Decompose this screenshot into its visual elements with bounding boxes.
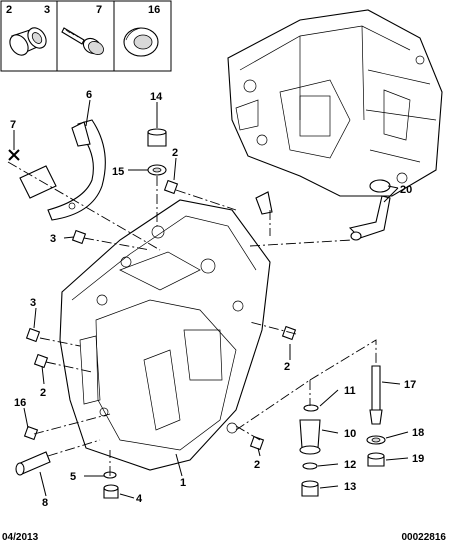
- transmission-housing: [59, 199, 271, 471]
- callout-2b: 2: [40, 387, 46, 399]
- bushing-icon: [9, 27, 47, 56]
- callout-3b: 3: [30, 297, 36, 309]
- callout-labels: 6 7 14 15 2 20 3 3 2 16 2 8 5 4 1 11 10 …: [10, 89, 424, 509]
- leader-lines: [13, 99, 409, 499]
- bolt-icon: [61, 27, 104, 55]
- callout-19: 19: [412, 453, 424, 465]
- legend-ref-3: 3: [44, 4, 50, 16]
- callout-8: 8: [42, 497, 48, 509]
- callout-12: 12: [344, 459, 356, 471]
- callout-16: 16: [14, 397, 26, 409]
- cross-icon: [8, 149, 20, 161]
- legend-ref-2: 2: [6, 4, 12, 16]
- seal-ring-icon: [123, 27, 159, 57]
- callout-14: 14: [150, 91, 163, 103]
- callout-3a: 3: [50, 233, 56, 245]
- plug-screw: [147, 128, 167, 176]
- callout-6: 6: [86, 89, 92, 101]
- assembly-lines: [7, 161, 377, 476]
- callout-20: 20: [400, 184, 412, 196]
- callout-1: 1: [180, 477, 186, 489]
- callout-15: 15: [112, 166, 124, 178]
- header-legend: 2 3 7 16: [0, 0, 172, 72]
- gearbox-assembly: [227, 9, 443, 197]
- legend-ref-16: 16: [148, 4, 160, 16]
- dipstick-tube-assembly: [299, 365, 386, 497]
- callout-2d: 2: [254, 459, 260, 471]
- callout-2c: 2: [284, 361, 290, 373]
- breather-assembly: [255, 179, 391, 241]
- callout-10: 10: [344, 428, 356, 440]
- seal-sleeve: [15, 451, 51, 476]
- callout-4: 4: [136, 493, 143, 505]
- legend-ref-7: 7: [96, 4, 102, 16]
- callout-18: 18: [412, 427, 424, 439]
- footer-date: 04/2013: [2, 532, 39, 543]
- footer-doc-number: 00022816: [402, 532, 447, 543]
- footer: 04/2013 00022816: [2, 532, 446, 543]
- shift-fork-bracket: [19, 119, 106, 221]
- drain-plug: [103, 471, 119, 499]
- bushing-markers: [23, 179, 297, 451]
- callout-7: 7: [10, 119, 16, 131]
- callout-2a: 2: [172, 147, 178, 159]
- callout-13: 13: [344, 481, 356, 493]
- callout-17: 17: [404, 379, 416, 391]
- callout-11: 11: [344, 385, 356, 397]
- callout-5: 5: [70, 471, 76, 483]
